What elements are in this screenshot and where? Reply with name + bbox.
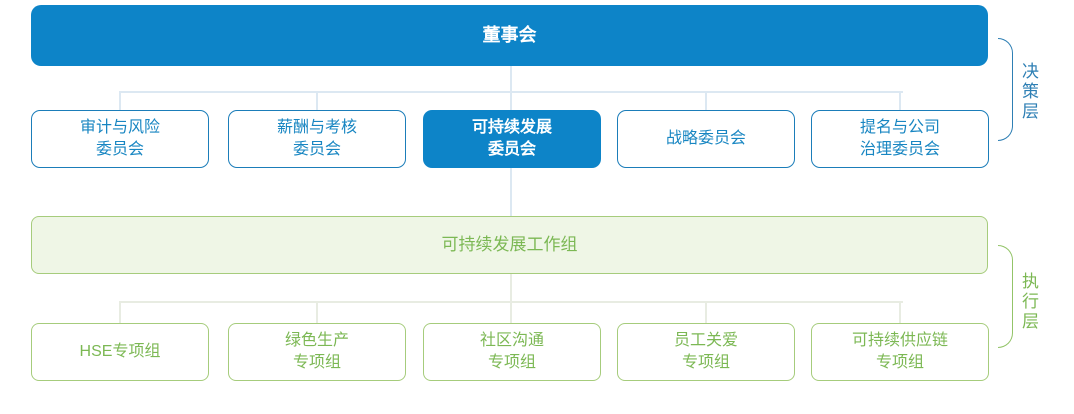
task-group-label: 绿色生产 专项组 xyxy=(284,332,349,371)
committee-label: 提名与公司 治理委员会 xyxy=(859,119,940,158)
connector-drop-committee-4 xyxy=(705,91,707,112)
connector-drop-task-3 xyxy=(510,301,512,323)
task-group-label: HSE专项组 xyxy=(79,343,161,361)
connector-drop-task-4 xyxy=(705,301,707,323)
connector-drop-committee-3 xyxy=(510,91,512,112)
connector-drop-task-2 xyxy=(316,301,318,323)
execution-layer-label: 执行层 xyxy=(1019,272,1038,332)
task-group-employee-care: 员工关爱 专项组 xyxy=(617,323,795,381)
connector-working-group-stem xyxy=(510,274,512,302)
committee-sustainable-development: 可持续发展 委员会 xyxy=(423,110,601,168)
task-group-sustainable-supply-chain: 可持续供应链 专项组 xyxy=(811,323,989,381)
execution-layer-bracket xyxy=(998,245,1013,348)
committee-compensation-assessment: 薪酬与考核 委员会 xyxy=(228,110,406,168)
connector-board-stem xyxy=(510,66,512,92)
connector-drop-committee-2 xyxy=(316,91,318,112)
task-group-hse: HSE专项组 xyxy=(31,323,209,381)
task-group-label: 可持续供应链 专项组 xyxy=(851,332,948,371)
task-group-label: 社区沟通 专项组 xyxy=(479,332,544,371)
board-label: 董事会 xyxy=(482,25,537,46)
board-box: 董事会 xyxy=(31,5,988,66)
committee-label: 审计与风险 委员会 xyxy=(79,119,160,158)
connector-drop-committee-5 xyxy=(899,91,901,112)
committee-strategy: 战略委员会 xyxy=(617,110,795,168)
working-group-label: 可持续发展工作组 xyxy=(441,234,578,254)
connector-drop-task-1 xyxy=(119,301,121,323)
task-group-green-production: 绿色生产 专项组 xyxy=(228,323,406,381)
working-group-box: 可持续发展工作组 xyxy=(31,216,988,274)
committee-label: 战略委员会 xyxy=(665,130,746,148)
decision-layer-label: 决策层 xyxy=(1019,62,1038,122)
task-group-label: 员工关爱 专项组 xyxy=(673,332,738,371)
connector-drop-committee-1 xyxy=(119,91,121,112)
committee-label: 可持续发展 委员会 xyxy=(471,119,552,158)
connector-drop-task-5 xyxy=(899,301,901,323)
committee-label: 薪酬与考核 委员会 xyxy=(276,119,357,158)
task-group-community-communication: 社区沟通 专项组 xyxy=(423,323,601,381)
committee-nomination-governance: 提名与公司 治理委员会 xyxy=(811,110,989,168)
connector-committee-to-working-group xyxy=(510,168,512,216)
decision-layer-bracket xyxy=(998,38,1013,141)
committee-audit-risk: 审计与风险 委员会 xyxy=(31,110,209,168)
